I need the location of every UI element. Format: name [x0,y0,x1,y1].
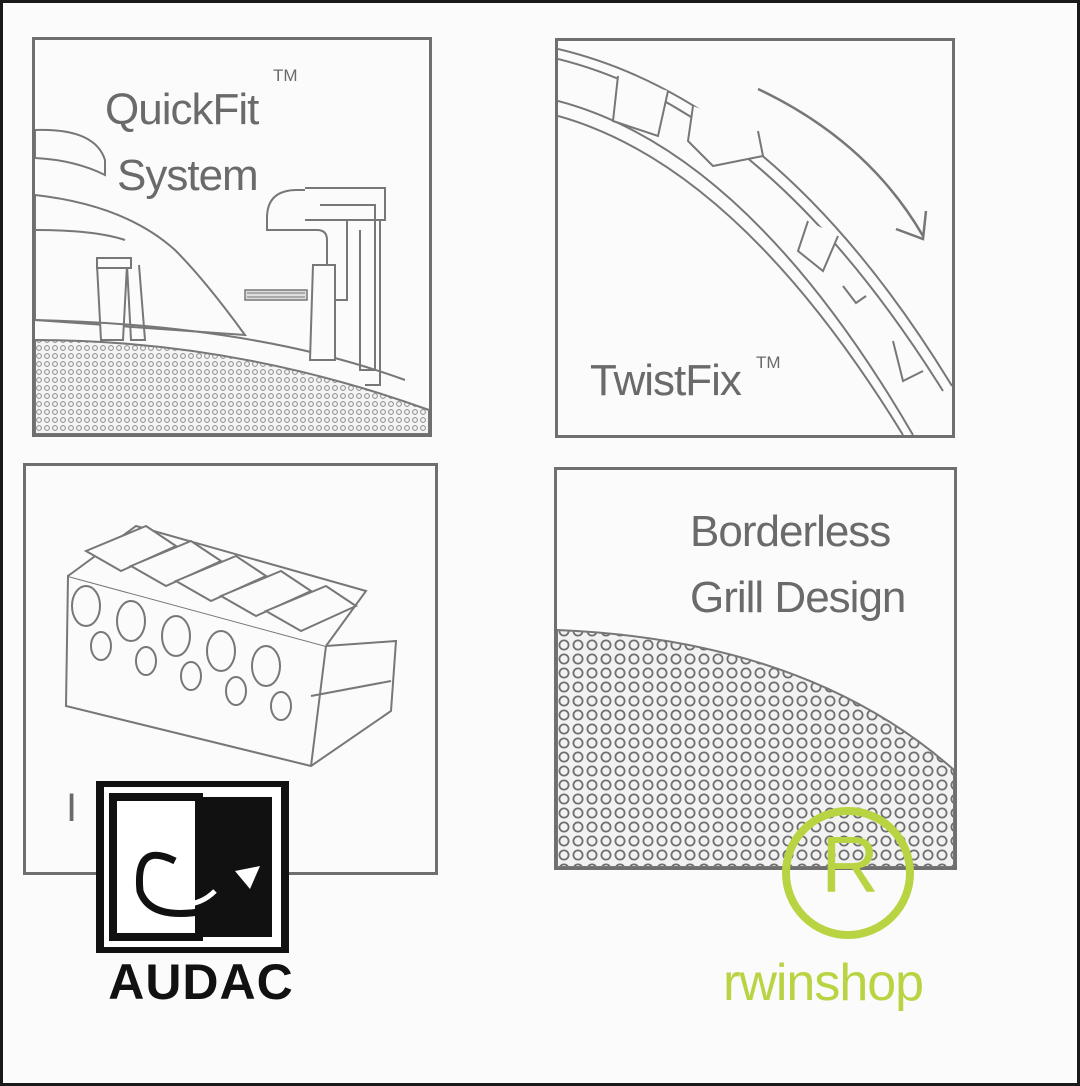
audac-logo: AUDAC [95,779,307,1011]
grill-title-line2: Grill Design [690,573,906,622]
watermark-text: rwinshop [723,954,924,1012]
quickfit-panel: QuickFit TM System [32,37,432,437]
twistfix-trademark: TM [756,353,781,372]
quickfit-title-line2: System [117,151,259,200]
grill-title-line1: Borderless [690,507,891,556]
registered-r-icon [782,807,914,939]
watermark-symbol: R [821,820,879,909]
quickfit-speaker-illustration [35,128,429,434]
audac-wordmark: AUDAC [108,954,294,1010]
terminal-connector-illustration [64,524,398,768]
rwinshop-watermark: R rwinshop [723,803,973,1013]
audac-emblem-icon [96,779,289,955]
quickfit-title-line1: QuickFit [105,85,259,134]
twistfix-ring-illustration [558,48,952,435]
twistfix-panel: TwistFix TM [555,38,955,438]
quickfit-trademark: TM [273,66,298,85]
twistfix-title: TwistFix [590,356,742,405]
connector-label-fragment: I [66,786,77,830]
